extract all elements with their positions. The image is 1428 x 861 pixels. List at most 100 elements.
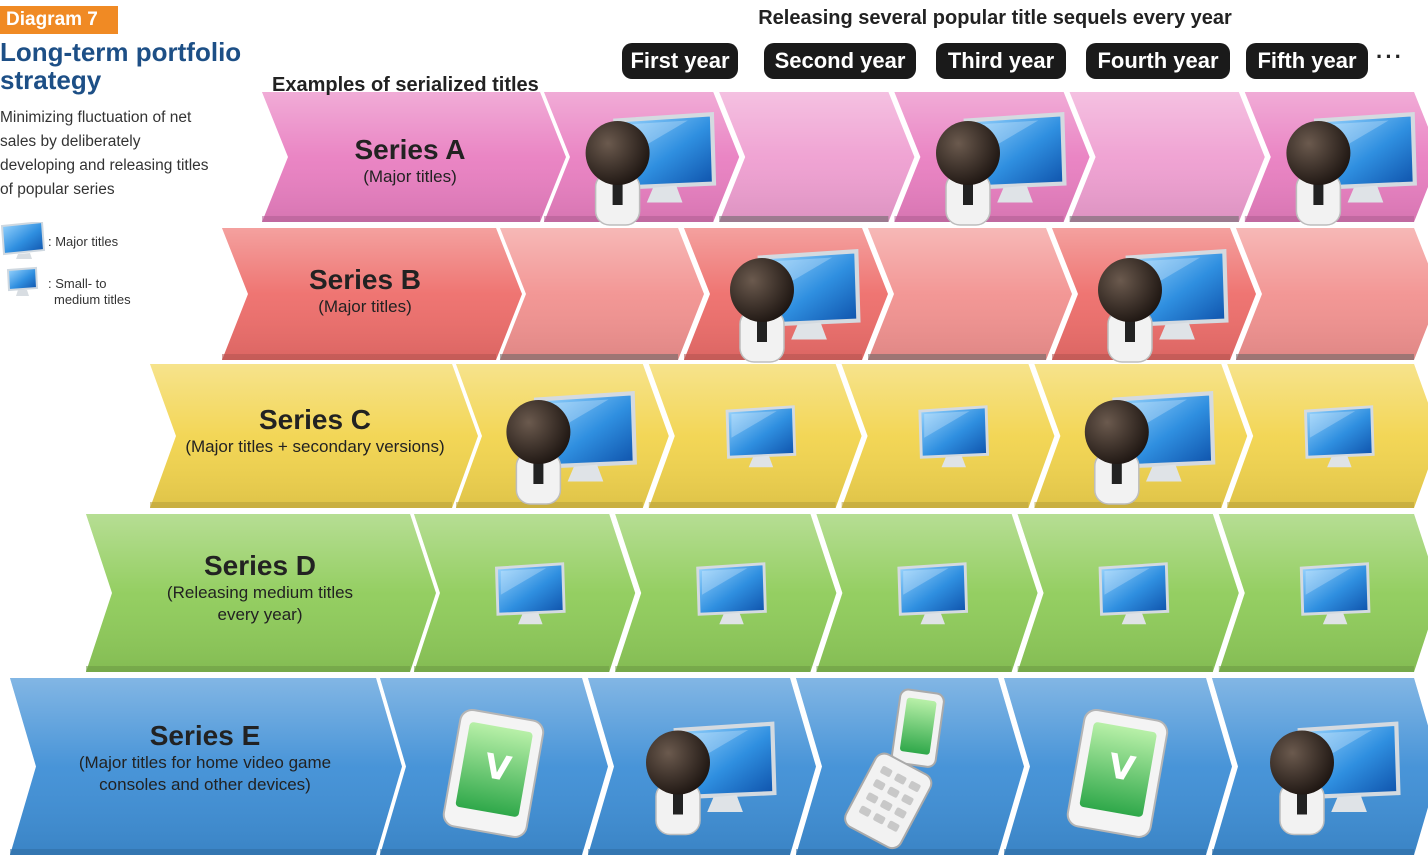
series-subtitle: (Major titles)	[363, 167, 457, 186]
series-c-year-2-cell	[648, 364, 862, 508]
more-years-ellipsis: ···	[1376, 44, 1404, 69]
year-cell-chevron-edge	[719, 216, 889, 222]
small-title-icon	[897, 562, 969, 625]
year-label-3: Third year	[936, 43, 1066, 79]
year-cell-chevron-gloss	[1236, 228, 1428, 360]
top-heading: Releasing several popular title sequels …	[758, 7, 1232, 29]
diagram-description: Minimizing fluctuation of net sales by d…	[0, 109, 209, 198]
series-a-label-chevron-edge	[262, 216, 540, 222]
series-b-label: Series B (Major titles)	[220, 264, 510, 318]
year-cell-chevron-edge	[648, 502, 836, 508]
legend-small: : Small- to medium titles	[0, 266, 131, 308]
major-title-icon	[585, 112, 717, 226]
year-cell-chevron-edge	[380, 849, 582, 855]
small-title-icon	[1098, 562, 1170, 625]
series-c-label-chevron-gloss	[150, 364, 478, 508]
series-name: Series C	[258, 404, 372, 435]
small-title-icon	[918, 405, 990, 468]
series-subtitle-cont: every year)	[217, 605, 303, 624]
mobile-phone-icon	[844, 688, 945, 850]
series-b-year-5-cell	[1236, 228, 1428, 360]
major-title-icon	[1270, 721, 1401, 836]
year-cell-chevron-gloss	[500, 228, 704, 360]
series-c-row	[150, 364, 1428, 508]
series-b-year-2-cell	[684, 228, 888, 363]
series-e-label-chevron-edge	[10, 849, 376, 855]
series-e-label: Series E (Major titles for home video ga…	[50, 720, 360, 796]
series-b-label-chevron-gloss	[222, 228, 522, 360]
series-c-label-chevron-edge	[150, 502, 452, 508]
year-cell-chevron-edge	[1069, 216, 1239, 222]
examples-heading: Examples of serialized titles	[272, 74, 539, 96]
series-d-year-3-cell	[816, 514, 1038, 672]
series-b-year-1-cell	[500, 228, 704, 360]
series-d-year-1-cell	[414, 514, 636, 672]
series-d-year-2-cell	[615, 514, 837, 672]
series-subtitle: (Major titles for home video game	[78, 753, 332, 772]
series-b-year-4-cell	[1052, 228, 1256, 363]
legend-major-label: : Major titles	[48, 234, 119, 249]
series-c-label: Series C (Major titles + secondary versi…	[160, 404, 470, 458]
year-label-2: Second year	[764, 43, 916, 79]
series-a-year-3-cell	[894, 92, 1090, 226]
series-a-row	[262, 92, 1428, 226]
year-cell-chevron-edge	[1212, 849, 1414, 855]
year-cell-chevron-edge	[456, 502, 643, 508]
series-subtitle: (Major titles)	[318, 297, 412, 316]
series-a-label: Series A (Major titles)	[260, 134, 560, 188]
year-cell-chevron-edge	[1004, 849, 1206, 855]
series-e-year-3-cell	[796, 678, 1024, 855]
year-label-1: First year	[622, 43, 738, 79]
legend-major: : Major titles	[0, 222, 118, 260]
series-subtitle: (Releasing medium titles	[166, 583, 354, 602]
major-title-icon	[1286, 112, 1417, 226]
series-c-year-4-cell	[1034, 364, 1248, 508]
small-title-icon	[725, 405, 797, 468]
small-title-icon	[494, 562, 566, 625]
major-title-legend-icon	[0, 222, 46, 259]
major-title-icon	[1084, 391, 1216, 505]
year-cell-chevron-edge	[1227, 502, 1414, 508]
series-d-year-5-cell	[1218, 514, 1428, 672]
series-d-year-4-cell	[1017, 514, 1239, 672]
series-c-year-5-cell	[1227, 364, 1428, 508]
series-subtitle-cont: consoles and other devices)	[99, 775, 311, 794]
series-b-row	[222, 228, 1428, 363]
year-cell-chevron-gloss	[719, 92, 915, 222]
series-a-year-2-cell	[719, 92, 915, 222]
small-title-icon	[1303, 405, 1375, 468]
series-d-label-chevron-gloss	[86, 514, 436, 672]
year-cell-chevron-edge	[615, 666, 811, 672]
legend-small-label-cont: medium titles	[54, 292, 131, 307]
year-cell-chevron-edge	[500, 354, 678, 360]
small-title-icon	[696, 562, 767, 625]
major-title-icon	[730, 249, 861, 363]
year-label-5: Fifth year	[1246, 43, 1368, 79]
year-cell-chevron-edge	[414, 666, 610, 672]
year-cell-chevron-edge	[796, 849, 998, 855]
series-c-year-3-cell	[841, 364, 1055, 508]
series-name: Series D	[203, 550, 317, 581]
series-d-label-chevron-edge	[86, 666, 410, 672]
series-e-year-1-cell: V	[380, 678, 608, 855]
series-d-label: Series D (Releasing medium titles every …	[120, 550, 400, 626]
major-title-icon	[936, 112, 1067, 226]
handheld-device-icon: V	[442, 708, 545, 838]
series-e-year-2-cell	[588, 678, 816, 855]
year-cell-chevron-edge	[868, 354, 1046, 360]
series-b-label-chevron-edge	[222, 354, 496, 360]
series-a-year-4-cell	[1069, 92, 1265, 222]
year-cell-chevron-edge	[1236, 354, 1414, 360]
series-subtitle: (Major titles + secondary versions)	[185, 437, 445, 456]
series-e-year-5-cell	[1212, 678, 1428, 855]
year-cell-chevron-edge	[816, 666, 1012, 672]
series-a-year-1-cell	[544, 92, 740, 226]
small-title-legend-icon	[6, 266, 39, 296]
major-title-icon	[506, 391, 637, 505]
year-cell-chevron-edge	[1218, 666, 1414, 672]
series-e-year-4-cell: V	[1004, 678, 1232, 855]
year-cell-chevron-gloss	[1069, 92, 1265, 222]
series-name: Series B	[308, 264, 422, 295]
series-e-label-chevron-gloss	[10, 678, 402, 855]
